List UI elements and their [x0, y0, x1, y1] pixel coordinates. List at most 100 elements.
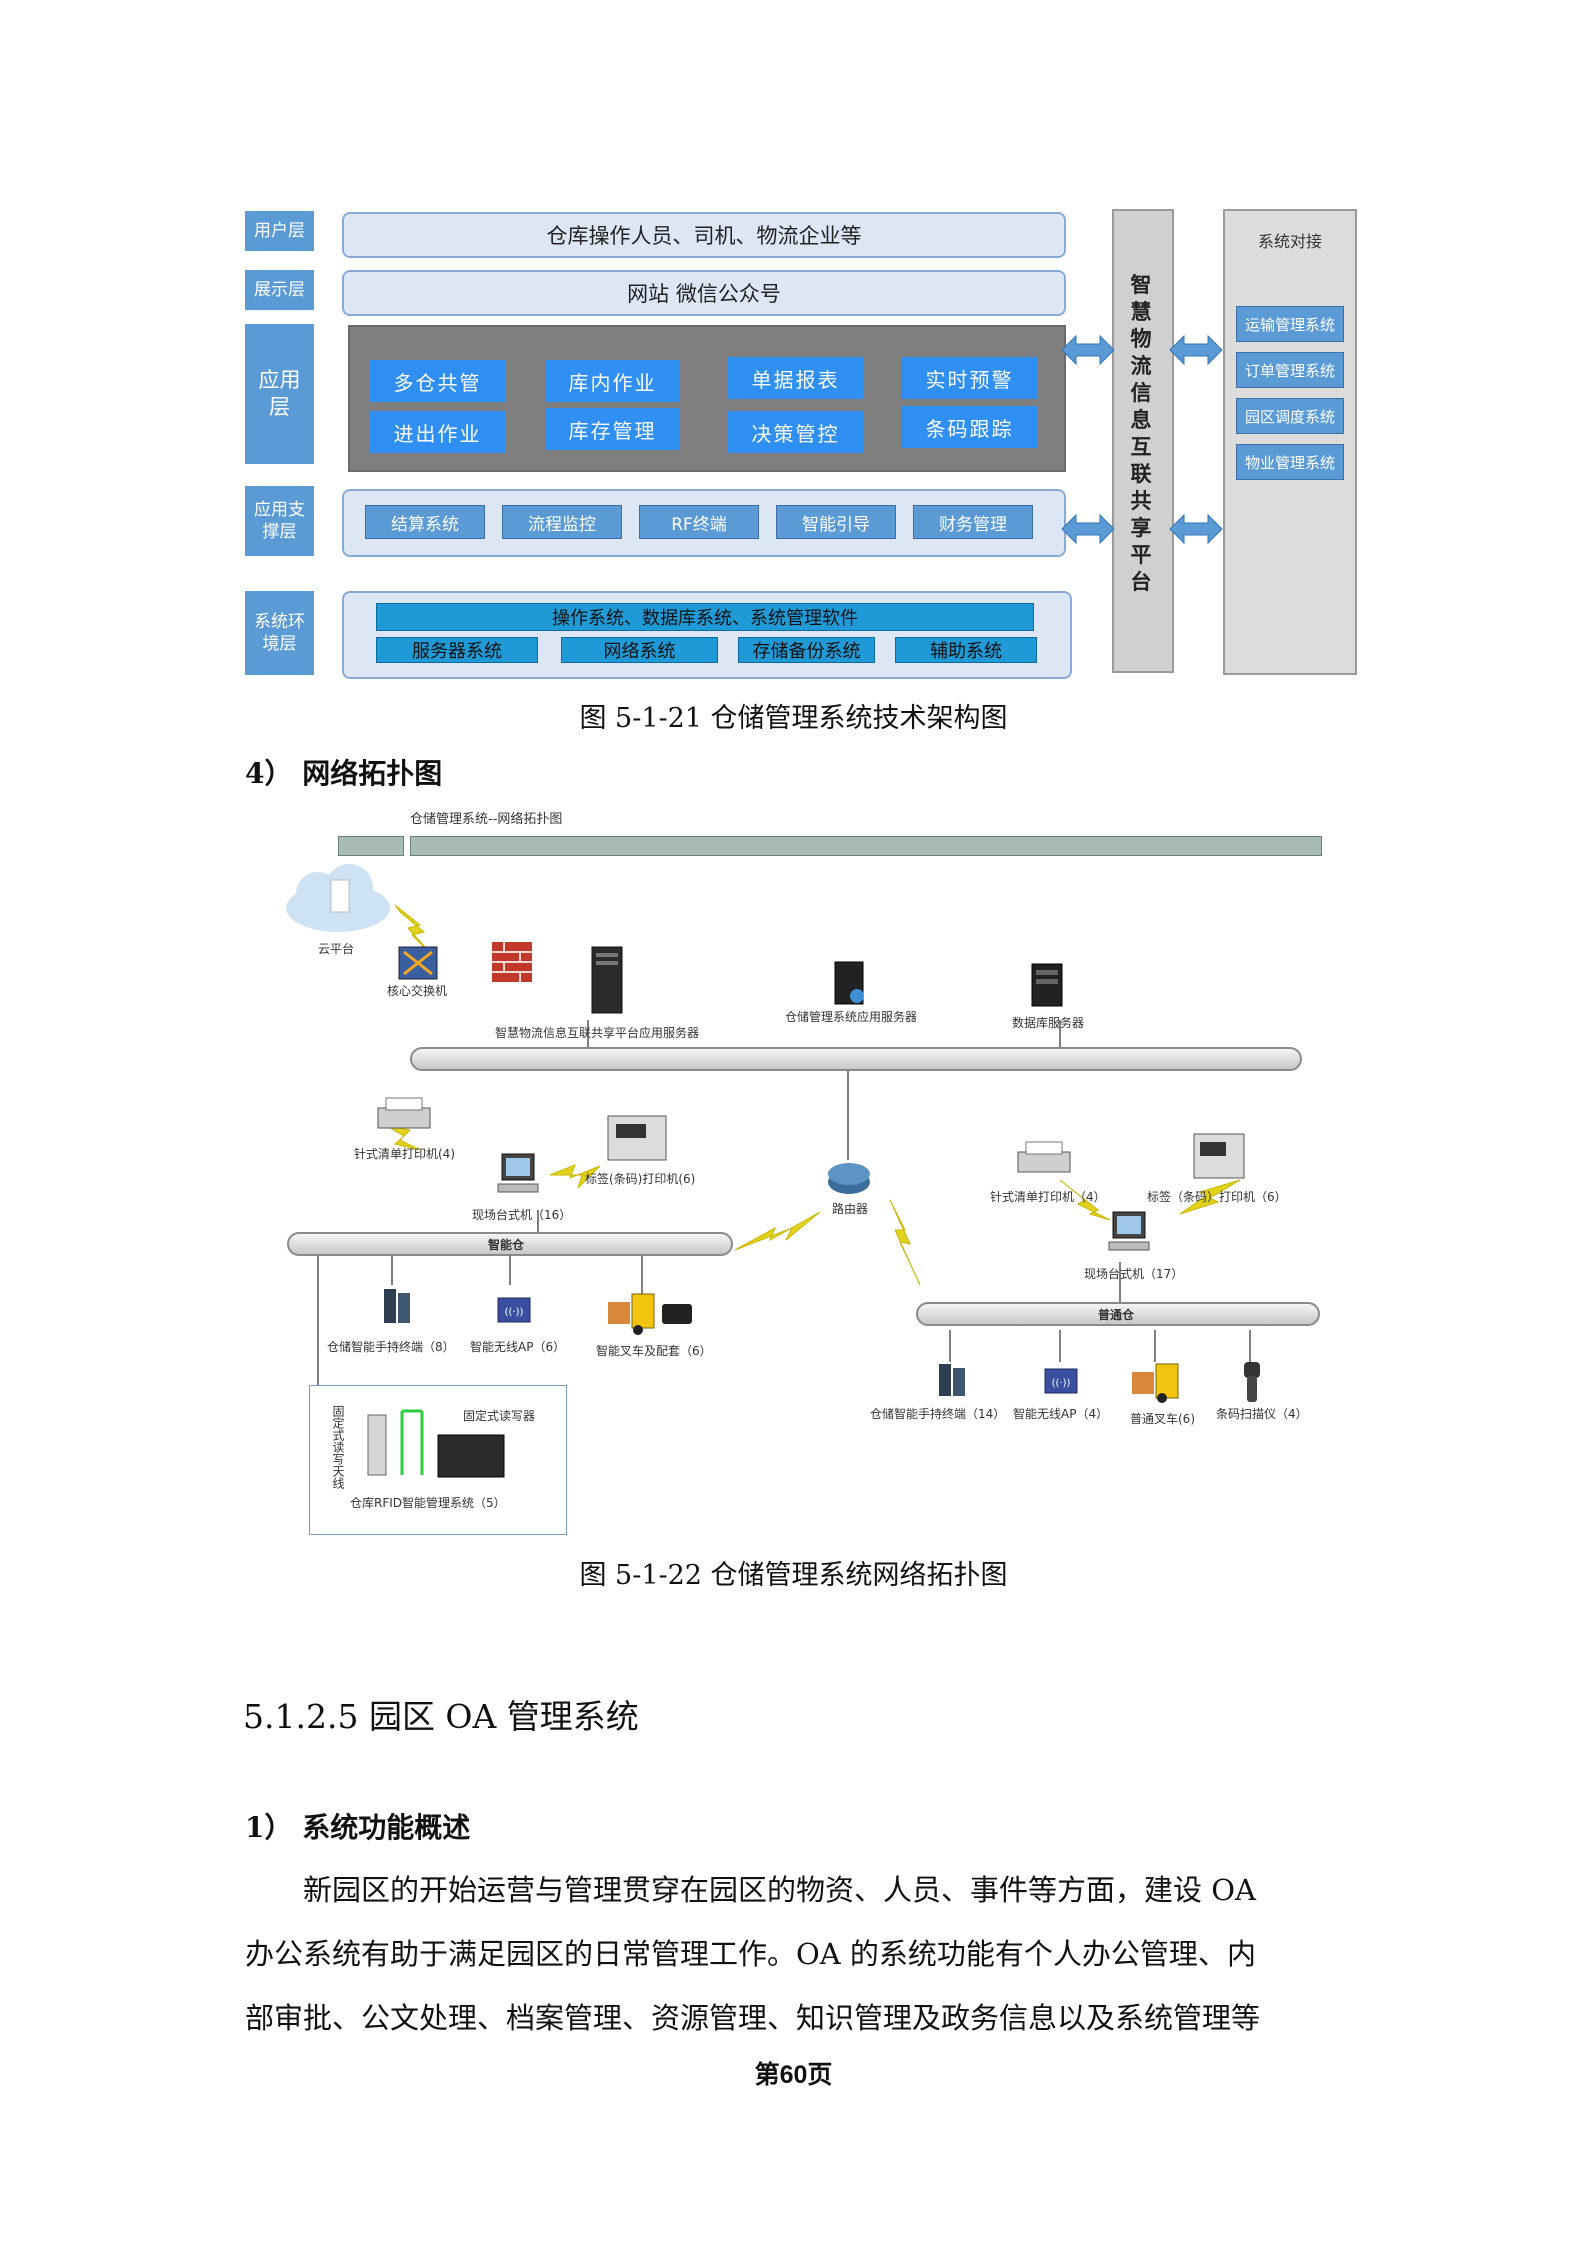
figure-caption-topology: 图 5-1-22 仓储管理系统网络拓扑图	[579, 1560, 1008, 1591]
double-arrow-icon	[1169, 334, 1223, 366]
section-heading-topology: 4） 网络拓扑图	[245, 757, 443, 790]
page-number: 第60页	[754, 2061, 833, 2089]
left-desktop-label: 现场台式机（16）	[472, 1208, 572, 1222]
cloud-icon	[286, 864, 390, 932]
support-module: 财务管理	[913, 505, 1033, 539]
normal-warehouse-bus	[916, 1302, 1320, 1326]
support-module: 流程监控	[502, 505, 622, 539]
paragraph-line: 办公系统有助于满足园区的日常管理工作。OA 的系统功能有个人办公管理、内	[245, 1937, 1256, 1971]
rfid-antenna-label: 固定式读写天线	[331, 1405, 345, 1489]
right-bus-label: 普通仓	[1098, 1308, 1135, 1322]
env-module: 网络系统	[561, 637, 718, 663]
forklift-icon	[608, 1293, 692, 1335]
layer-label-user: 用户层	[245, 211, 314, 251]
left-forklift-label: 智能叉车及配套（6）	[596, 1344, 712, 1358]
router-icon	[828, 1163, 870, 1194]
wireless-ap-icon: ((·))	[497, 1297, 531, 1323]
right-handheld-label: 仓储智能手持终端（14）	[870, 1407, 1006, 1421]
double-arrow-icon	[1061, 513, 1115, 545]
desktop-icon	[497, 1153, 539, 1193]
rfid-reader-label: 固定式读写器	[463, 1409, 536, 1423]
platform-server-label: 智慧物流信息互联共享平台应用服务器	[495, 1026, 700, 1040]
svg-text:((·)): ((·))	[505, 1307, 524, 1318]
subsection-heading: 1） 系统功能概述	[245, 1811, 471, 1844]
support-module: RF终端	[639, 505, 759, 539]
app-module: 条码跟踪	[902, 406, 1037, 448]
db-server-label: 数据库服务器	[1012, 1016, 1085, 1030]
topology-title: 仓储管理系统--网络拓扑图	[410, 812, 563, 827]
backbone-bus	[410, 1047, 1302, 1071]
app-module: 决策管控	[728, 411, 863, 453]
double-arrow-icon	[1061, 334, 1115, 366]
display-layer-bar: 网站 微信公众号	[342, 270, 1066, 316]
label-printer-icon	[607, 1115, 667, 1161]
app-module: 多仓共管	[370, 360, 505, 402]
env-module: 辅助系统	[895, 637, 1037, 663]
forklift-icon	[1132, 1363, 1179, 1403]
external-column	[1223, 209, 1357, 675]
support-module: 智能引导	[776, 505, 896, 539]
handheld-terminal-icon	[939, 1364, 965, 1396]
external-item: 订单管理系统	[1236, 352, 1344, 388]
printer-icon	[1017, 1141, 1071, 1173]
left-printer-label: 针式清单打印机(4)	[354, 1147, 455, 1161]
platform-column	[1112, 209, 1174, 673]
right-ap-label: 智能无线AP（4）	[1013, 1407, 1109, 1421]
title-bar-long	[410, 836, 1322, 856]
paragraph-line: 新园区的开始运营与管理贯穿在园区的物资、人员、事件等方面，建设 OA	[303, 1873, 1256, 1907]
printer-icon	[377, 1097, 431, 1129]
platform-label: 智慧物流信息互联共享平台	[1130, 273, 1152, 594]
wireless-ap-icon: ((·))	[1044, 1368, 1078, 1394]
env-module: 存储备份系统	[738, 637, 875, 663]
right-label-printer-label: 标签（条码）打印机（6）	[1147, 1190, 1287, 1204]
wms-server-label: 仓储管理系统应用服务器	[785, 1010, 918, 1024]
right-desktop-label: 现场台式机（17）	[1084, 1267, 1184, 1281]
external-item: 运输管理系统	[1236, 306, 1344, 342]
barcode-scanner-icon	[1244, 1362, 1260, 1402]
external-title: 系统对接	[1257, 232, 1322, 251]
rfid-system-label: 仓库RFID智能管理系统（5）	[350, 1496, 506, 1510]
firewall-icon	[492, 942, 532, 982]
support-module: 结算系统	[365, 505, 485, 539]
router-label: 路由器	[832, 1202, 869, 1216]
server-icon	[834, 961, 864, 1005]
layer-label-app-support: 应用支 撑层	[245, 486, 314, 556]
section-title: 5.1.2.5 园区 OA 管理系统	[243, 1697, 639, 1736]
switch-icon	[398, 946, 438, 980]
app-module: 单据报表	[728, 357, 863, 399]
app-module: 实时预警	[902, 357, 1037, 399]
left-ap-label: 智能无线AP（6）	[470, 1340, 566, 1354]
external-item: 园区调度系统	[1236, 398, 1344, 434]
server-icon	[591, 946, 623, 1014]
left-bus-label: 智能仓	[488, 1238, 525, 1252]
rfid-devices-icon	[367, 1409, 505, 1478]
body-paragraph: 新园区的开始运营与管理贯穿在园区的物资、人员、事件等方面，建设 OA 办公系统有…	[245, 1858, 1355, 2050]
title-bar-small	[338, 836, 404, 856]
cloud-label: 云平台	[318, 942, 355, 956]
env-top-bar: 操作系统、数据库系统、系统管理软件	[376, 603, 1034, 631]
layer-label-application: 应用 层	[245, 324, 314, 464]
smart-warehouse-bus	[287, 1232, 733, 1256]
figure-caption-architecture: 图 5-1-21 仓储管理系统技术架构图	[579, 703, 1008, 734]
layer-label-display: 展示层	[245, 270, 314, 310]
layer-label-system-env: 系统环 境层	[245, 591, 314, 675]
user-layer-bar: 仓库操作人员、司机、物流企业等	[342, 212, 1066, 258]
right-printer-label: 针式清单打印机（4）	[990, 1190, 1106, 1204]
left-label-printer-label: 标签(条码)打印机(6)	[585, 1172, 696, 1186]
env-module: 服务器系统	[376, 637, 538, 663]
app-module: 进出作业	[370, 411, 505, 453]
desktop-icon	[1108, 1211, 1150, 1251]
left-handheld-label: 仓储智能手持终端（8）	[327, 1340, 455, 1354]
external-item: 物业管理系统	[1236, 444, 1344, 480]
handheld-terminal-icon	[384, 1289, 410, 1323]
paragraph-line: 部审批、公文处理、档案管理、资源管理、知识管理及政务信息以及系统管理等	[245, 2001, 1261, 2035]
app-module: 库内作业	[545, 360, 680, 402]
scanner-label: 条码扫描仪（4）	[1216, 1407, 1308, 1421]
core-switch-label: 核心交换机	[387, 984, 448, 998]
svg-text:((·)): ((·))	[1052, 1378, 1071, 1389]
app-module: 库存管理	[545, 408, 680, 450]
database-server-icon	[1031, 963, 1063, 1007]
double-arrow-icon	[1169, 513, 1223, 545]
label-printer-icon	[1193, 1133, 1245, 1179]
right-forklift-label: 普通叉车(6)	[1130, 1412, 1195, 1426]
